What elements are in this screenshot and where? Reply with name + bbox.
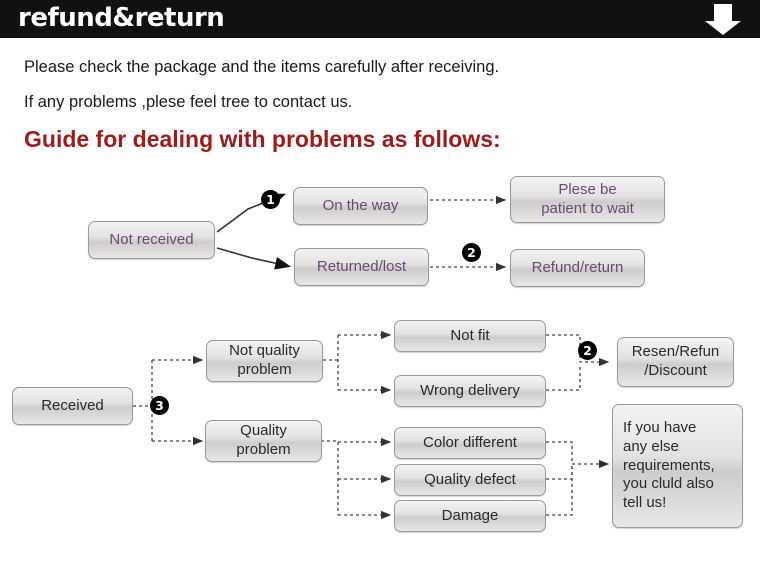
- requirements-line-4: you cluld also: [623, 475, 714, 493]
- box-damage: Damage: [394, 500, 546, 532]
- not-quality-line-2: problem: [237, 361, 292, 378]
- intro-line-1: Please check the package and the items c…: [24, 58, 500, 76]
- quality-line-1: Quality: [240, 422, 287, 440]
- box-quality-problem: Quality problem: [205, 420, 322, 462]
- page-title: refund&return: [18, 3, 225, 33]
- box-patient-to-wait: Plese be patient to wait: [510, 176, 665, 223]
- bullet-2-top: 2: [462, 243, 481, 262]
- box-refund-return: Refund/return: [510, 249, 645, 287]
- resend-line-2: /Discount: [644, 362, 707, 379]
- box-not-received: Not received: [88, 221, 215, 259]
- box-other-requirements: If you have any else requirements, you c…: [612, 404, 743, 528]
- box-on-the-way: On the way: [293, 187, 428, 225]
- requirements-line-2: any else: [623, 437, 679, 455]
- box-not-quality-problem: Not quality problem: [206, 340, 323, 382]
- quality-line-2: problem: [236, 441, 291, 458]
- box-returned-lost: Returned/lost: [294, 248, 429, 286]
- requirements-line-3: requirements,: [623, 456, 715, 474]
- box-quality-defect: Quality defect: [394, 464, 546, 496]
- down-arrow-icon: [705, 4, 741, 35]
- box-wrong-delivery: Wrong delivery: [394, 375, 546, 407]
- requirements-line-1: If you have: [623, 419, 697, 437]
- header-bar: refund&return: [0, 0, 760, 38]
- not-quality-line-1: Not quality: [229, 342, 300, 360]
- intro-line-2: If any problems ,plese feel tree to cont…: [24, 93, 353, 111]
- box-not-fit: Not fit: [394, 320, 546, 352]
- box-resend-refund-discount: Resen/Refun /Discount: [617, 337, 734, 387]
- guide-heading: Guide for dealing with problems as follo…: [24, 126, 501, 152]
- bullet-1: 1: [261, 190, 280, 209]
- box-color-different: Color different: [394, 427, 546, 459]
- requirements-line-5: tell us!: [623, 494, 667, 512]
- bullet-3: 3: [150, 396, 169, 415]
- box-received: Received: [12, 387, 133, 425]
- bullet-2-bottom: 2: [578, 341, 597, 360]
- patient-line-1: Plese be: [558, 180, 617, 198]
- patient-line-2: patient to wait: [541, 199, 634, 217]
- resend-line-1: Resen/Refun: [631, 343, 720, 361]
